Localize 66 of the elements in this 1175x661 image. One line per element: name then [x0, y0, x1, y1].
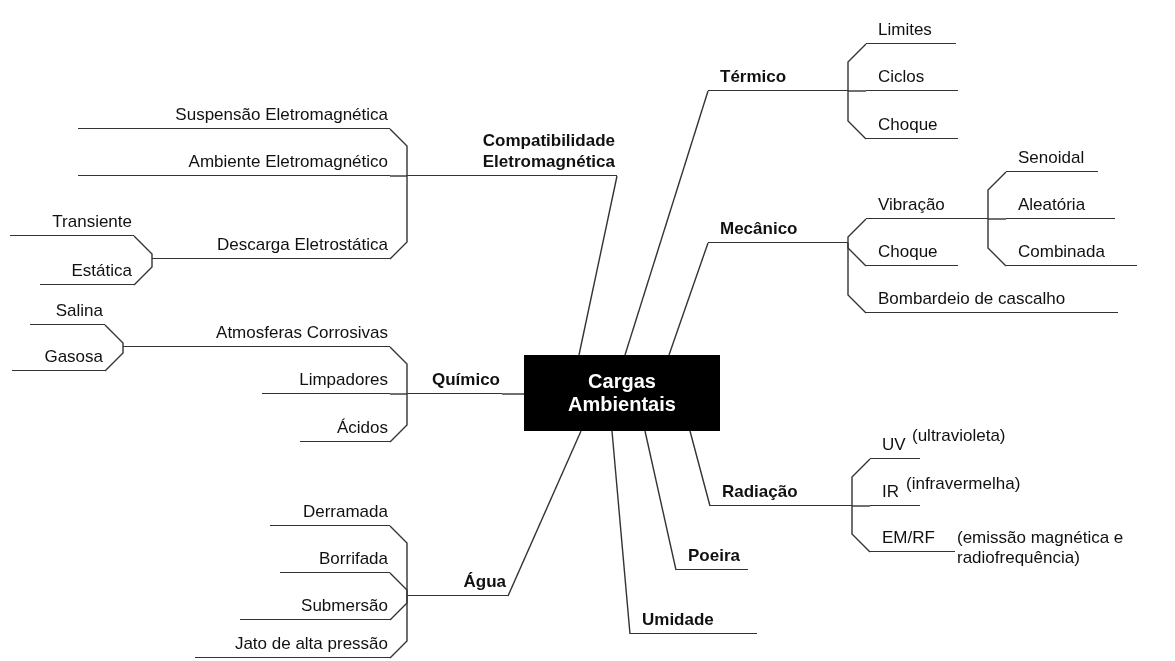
branch-line [389, 175, 408, 260]
branch-line [389, 572, 408, 597]
branch-line [389, 128, 408, 177]
branch-line [501, 393, 525, 395]
topic-label: Atmosferas Corrosivas [123, 322, 390, 347]
branch-line [389, 175, 408, 177]
branch-line [104, 324, 124, 348]
branch-line [847, 90, 867, 92]
category-label: Mecânico [708, 218, 848, 243]
branch-line [847, 218, 867, 244]
topic-label: Transiente [10, 211, 134, 236]
note-text: (infravermelha) [906, 474, 1022, 495]
topic-label: Combinada [1006, 241, 1137, 266]
category-label: Químico [407, 369, 502, 394]
topic-label: Descarga Eletrostática [152, 234, 390, 259]
topic-label: Aleatória [1006, 194, 1115, 219]
branch-line [611, 430, 631, 635]
branch-line [851, 458, 871, 507]
note-text: (emissão magnética e radiofrequência) [957, 528, 1125, 569]
branch-line [847, 242, 867, 314]
topic-label: Estática [40, 260, 134, 285]
branch-line [668, 242, 709, 356]
category-label: Compatibilidade Eletromagnética [407, 131, 617, 176]
branch-line [851, 505, 871, 507]
category-label: Água [407, 571, 508, 596]
topic-label: Submersão [240, 595, 390, 620]
branch-line [507, 430, 582, 597]
branch-line [624, 90, 709, 356]
topic-label: Limpadores [262, 369, 390, 394]
topic-label: Jato de alta pressão [195, 633, 390, 658]
branch-line [389, 393, 408, 395]
topic-label: Ácidos [300, 417, 390, 442]
topic-label: Gasosa [12, 346, 105, 371]
branch-line [644, 430, 677, 571]
branch-line [389, 346, 408, 395]
branch-line [389, 595, 408, 659]
branch-line [133, 258, 153, 286]
branch-line [389, 393, 408, 443]
topic-label: Bombardeio de cascalho [866, 288, 1118, 313]
topic-label: Senoidal [1006, 147, 1098, 172]
branch-line [847, 43, 867, 92]
topic-label: Choque [866, 241, 958, 266]
category-label: Umidade [630, 609, 757, 634]
topic-label: EM/RF [870, 527, 955, 552]
category-label: Radiação [710, 481, 852, 506]
topic-label: Limites [866, 19, 956, 44]
branch-line [133, 235, 153, 260]
central-topic-box: Cargas Ambientais [524, 355, 720, 431]
branch-line [987, 218, 1007, 220]
branch-line [104, 346, 124, 372]
topic-label: Choque [866, 114, 958, 139]
topic-label: Vibração [866, 194, 988, 219]
category-label: Poeira [676, 545, 748, 570]
branch-line [987, 218, 1007, 267]
topic-label: Ciclos [866, 66, 958, 91]
branch-line [987, 171, 1007, 220]
branch-line [847, 90, 867, 140]
topic-label: Derramada [270, 501, 390, 526]
topic-label: Suspensão Eletromagnética [78, 104, 390, 129]
topic-label: Borrifada [280, 548, 390, 573]
branch-line [578, 175, 618, 356]
topic-label: Ambiente Eletromagnético [78, 151, 390, 176]
branch-line [689, 430, 711, 507]
category-label: Térmico [708, 66, 848, 91]
branch-line [851, 505, 871, 553]
topic-label: Salina [30, 300, 105, 325]
